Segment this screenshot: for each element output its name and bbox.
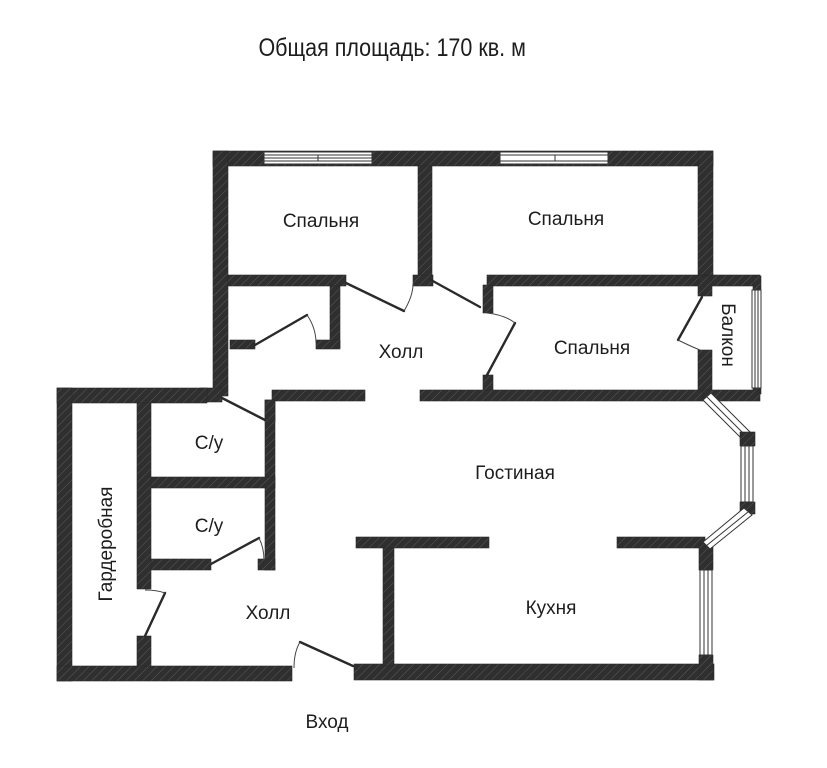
- window-balcony: [751, 289, 762, 389]
- total-area-title: Общая площадь: 170 кв. м: [258, 34, 526, 62]
- room-label-bedroom-3: Спальня: [554, 338, 630, 359]
- door-entrance: [293, 640, 355, 669]
- window-kitchen: [699, 569, 713, 656]
- door-bathroom-1: [220, 396, 267, 422]
- walls: [56, 150, 762, 682]
- door-balcony: [676, 295, 704, 351]
- room-label-bathroom-2: С/у: [195, 516, 224, 537]
- room-label-hall-upper: Холл: [379, 342, 424, 363]
- room-label-living-room: Гостиная: [475, 463, 555, 484]
- room-label-wardrobe: Гардеробная: [96, 487, 117, 602]
- room-label-hall-lower: Холл: [246, 603, 291, 624]
- door-bedroom-1: [344, 281, 414, 313]
- room-label-bathroom-1: С/у: [195, 433, 224, 454]
- entrance-label: Вход: [306, 712, 349, 733]
- room-label-bedroom-2: Спальня: [528, 209, 604, 230]
- room-label-bedroom-1: Спальня: [283, 211, 359, 232]
- windows: [263, 151, 762, 656]
- door-bedroom-3: [485, 312, 517, 377]
- door-closet: [253, 313, 317, 347]
- window-bedroom-1: [263, 151, 373, 165]
- door-bathroom-2: [209, 536, 265, 566]
- doors: [143, 278, 704, 669]
- door-bedroom-2: [429, 278, 482, 309]
- window-bay: [702, 392, 756, 550]
- door-wardrobe: [143, 589, 167, 638]
- room-label-kitchen: Кухня: [526, 598, 577, 619]
- room-labels: Спальня Спальня Спальня Балкон Холл Гост…: [96, 209, 738, 733]
- window-bedroom-2: [499, 151, 609, 165]
- room-label-balcony: Балкон: [717, 303, 738, 367]
